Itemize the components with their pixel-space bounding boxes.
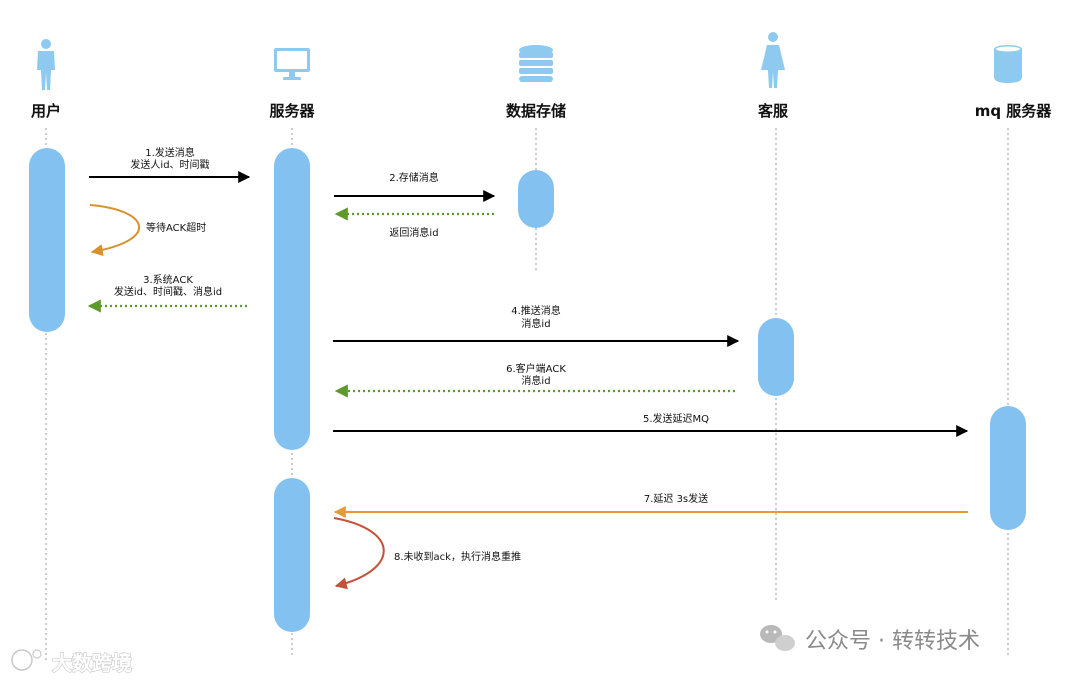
message-label-3-line1: 3.系统ACK xyxy=(143,273,193,286)
actor-label-storage: 数据存储 xyxy=(506,102,566,120)
message-label-4-line1: 4.推送消息 xyxy=(511,304,561,317)
actor-label-user: 用户 xyxy=(31,102,61,120)
activation-storage xyxy=(518,170,554,228)
monitor-icon xyxy=(274,48,310,80)
message-label-6-line1: 6.客户端ACK xyxy=(506,362,566,375)
message-label-3-line2: 发送id、时间戳、消息id xyxy=(114,285,222,298)
activation-support xyxy=(758,318,794,396)
activation-server-1 xyxy=(274,148,310,450)
wechat-icon xyxy=(760,625,795,651)
message-label-2: 2.存储消息 xyxy=(389,171,439,184)
message-label-2-return: 返回消息id xyxy=(389,226,438,239)
message-label-4-line2: 消息id xyxy=(521,317,550,330)
message-label-1-line1: 1.发送消息 xyxy=(145,146,195,159)
message-label-5: 5.发送延迟MQ xyxy=(643,412,709,425)
activation-user xyxy=(29,148,65,332)
activation-mq xyxy=(990,406,1026,530)
watermark-left: 大数跨境 xyxy=(52,651,132,675)
activation-server-2 xyxy=(274,478,310,632)
brand-logo-icon xyxy=(11,649,42,671)
message-label-1-line2: 发送人id、时间戳 xyxy=(130,158,209,171)
message-label-wait: 等待ACK超时 xyxy=(146,221,206,234)
arrow-retry-push xyxy=(333,517,385,590)
cylinder-icon xyxy=(994,45,1022,83)
message-label-7: 7.延迟 3s发送 xyxy=(644,492,708,505)
actor-label-mq: mq 服务器 xyxy=(975,102,1053,120)
person-icon xyxy=(37,39,55,90)
person-female-icon xyxy=(761,32,785,88)
database-icon xyxy=(519,45,553,82)
message-label-8: 8.未收到ack，执行消息重推 xyxy=(394,550,521,563)
arrow-wait-ack-timeout xyxy=(89,204,141,257)
actor-label-server: 服务器 xyxy=(269,102,315,120)
actor-label-support: 客服 xyxy=(757,102,789,120)
message-label-6-line2: 消息id xyxy=(521,374,550,387)
watermark-right: 公众号 · 转转技术 xyxy=(805,629,980,654)
